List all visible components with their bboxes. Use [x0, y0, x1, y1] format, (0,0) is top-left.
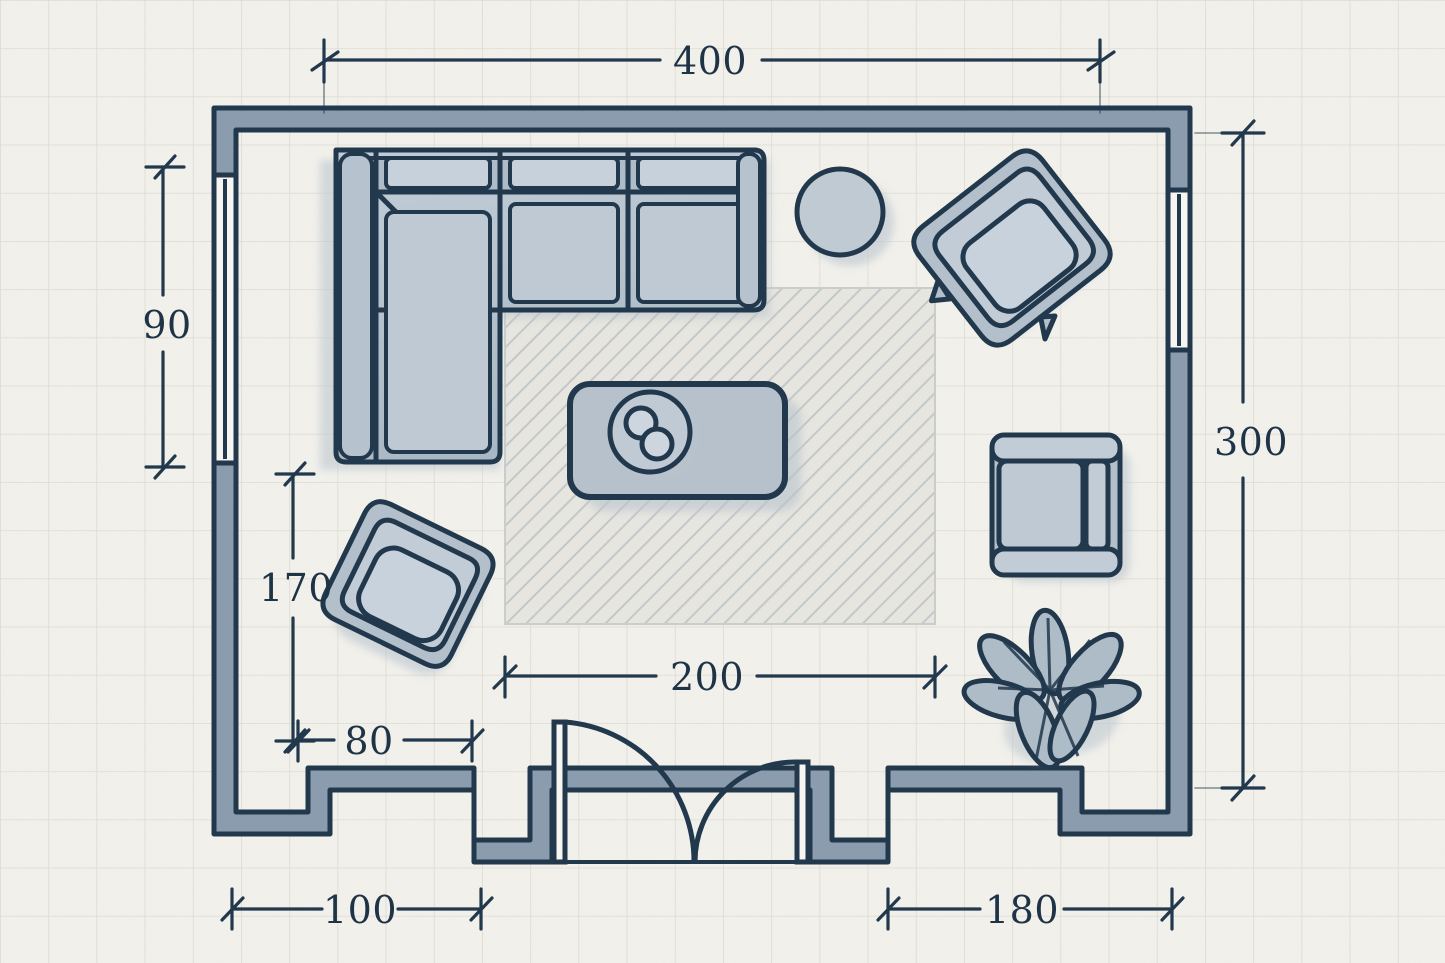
armchair-right[interactable]: [989, 432, 1130, 582]
dimension-bottom-right: [876, 887, 1185, 931]
coffee-table[interactable]: [567, 381, 801, 511]
dimension-label-170: 170: [259, 566, 333, 610]
dimension-label-200: 200: [670, 655, 744, 699]
dimension-label-300: 300: [1214, 420, 1288, 464]
sectional-sofa[interactable]: [320, 147, 770, 470]
armchair-bottom-left[interactable]: [312, 496, 501, 684]
dimension-label-180: 180: [985, 888, 1059, 932]
armchair-top-right[interactable]: [892, 143, 1130, 379]
window-left[interactable]: [211, 172, 239, 466]
side-table-round[interactable]: [794, 166, 894, 266]
dimension-label-80: 80: [344, 719, 393, 763]
dimension-left-window: [144, 154, 186, 480]
dimension-label-400: 400: [673, 39, 747, 83]
potted-plant[interactable]: [960, 607, 1143, 774]
dimension-top-width: [310, 38, 1116, 114]
dimension-right-height: [1194, 119, 1266, 802]
window-right[interactable]: [1165, 187, 1193, 353]
dimension-bottom-left: [220, 887, 494, 931]
dimension-lines: [144, 38, 1266, 931]
door-double[interactable]: [551, 719, 811, 865]
dimension-rug-width: [492, 655, 948, 699]
dimension-label-90: 90: [142, 303, 191, 347]
dimension-chair-offset: [286, 719, 485, 763]
dimension-label-100: 100: [323, 888, 397, 932]
dimension-labels: 400 300 90 170 200 80 100 180: [142, 39, 1288, 932]
dimension-inner-left: [274, 461, 316, 754]
